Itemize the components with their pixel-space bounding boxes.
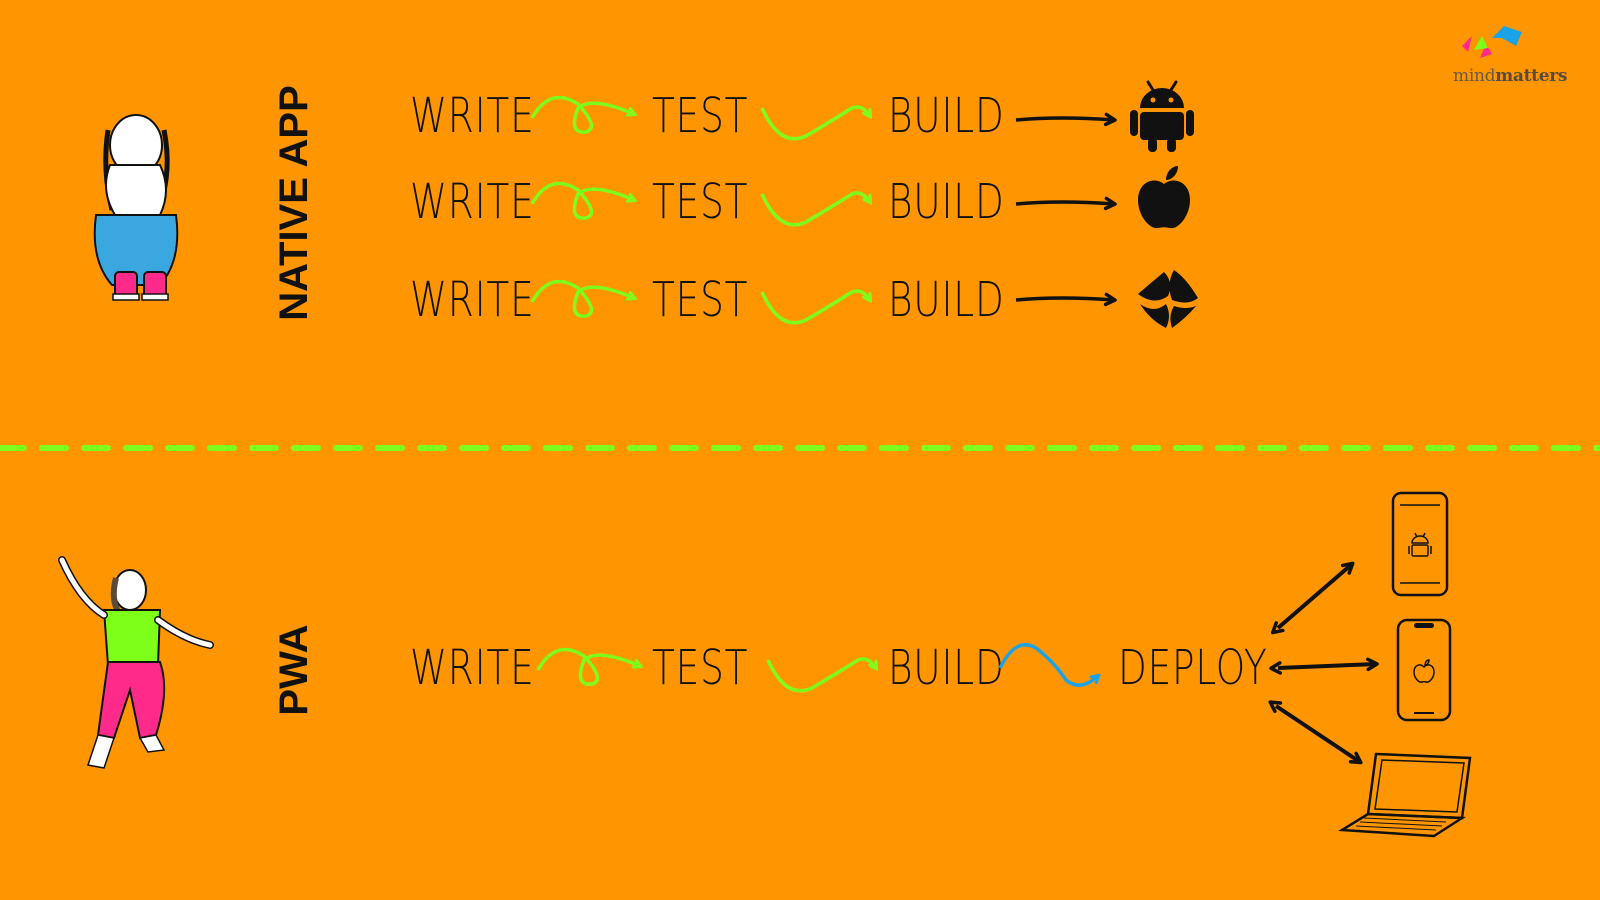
native-row-3-write: WRITE bbox=[410, 272, 535, 328]
mindmatters-logo-icon bbox=[1462, 26, 1522, 58]
pwa-test: TEST bbox=[652, 640, 749, 696]
test-build-arrow bbox=[760, 105, 870, 141]
laptop-icon bbox=[1338, 752, 1472, 838]
stressed-person-illustration bbox=[93, 114, 179, 301]
native-row-3-build: BUILD bbox=[888, 272, 1005, 328]
android-phone-icon bbox=[1391, 491, 1449, 597]
native-row-2-connectors bbox=[530, 181, 1117, 227]
logo-wordmark-matters: matters bbox=[1495, 66, 1568, 86]
native-row-2-build: BUILD bbox=[888, 174, 1005, 230]
pwa-write: WRITE bbox=[410, 640, 535, 696]
native-row-1-build: BUILD bbox=[888, 88, 1005, 144]
deploy-android-arrow bbox=[1270, 561, 1355, 635]
build-platform-arrow bbox=[1015, 292, 1117, 307]
test-build-arrow bbox=[766, 657, 876, 693]
deploy-iphone-arrow bbox=[1269, 657, 1379, 675]
write-test-arrow bbox=[536, 647, 640, 686]
native-row-1-write: WRITE bbox=[410, 88, 535, 144]
logo-wordmark-mind: mind bbox=[1453, 66, 1496, 86]
native-row-3-connectors bbox=[530, 279, 1117, 325]
iphone-icon bbox=[1396, 618, 1452, 722]
native-row-2-test: TEST bbox=[652, 174, 749, 230]
build-platform-arrow bbox=[1015, 112, 1117, 127]
native-row-1-test: TEST bbox=[652, 88, 749, 144]
native-row-3-test: TEST bbox=[652, 272, 749, 328]
logo-wordmark: mindmatters bbox=[1453, 66, 1567, 86]
test-build-arrow bbox=[760, 191, 870, 227]
test-build-arrow bbox=[760, 289, 870, 325]
write-test-arrow bbox=[530, 279, 634, 318]
pwa-row-connectors bbox=[536, 643, 1098, 693]
native-row-2-write: WRITE bbox=[410, 174, 535, 230]
happy-person-illustration bbox=[58, 556, 214, 769]
native-row-1-connectors bbox=[530, 95, 1117, 141]
write-test-arrow bbox=[530, 95, 634, 134]
deploy-laptop-arrow bbox=[1268, 700, 1363, 765]
build-platform-arrow bbox=[1015, 196, 1117, 211]
pwa-build: BUILD bbox=[888, 640, 1005, 696]
android-icon bbox=[1130, 80, 1194, 152]
deploy-arrows bbox=[1268, 561, 1379, 765]
write-test-arrow bbox=[530, 181, 634, 220]
build-deploy-arrow bbox=[998, 643, 1098, 687]
apple-icon bbox=[1138, 166, 1190, 229]
windows-icon bbox=[1138, 270, 1198, 328]
pwa-deploy: DEPLOY bbox=[1118, 640, 1268, 696]
